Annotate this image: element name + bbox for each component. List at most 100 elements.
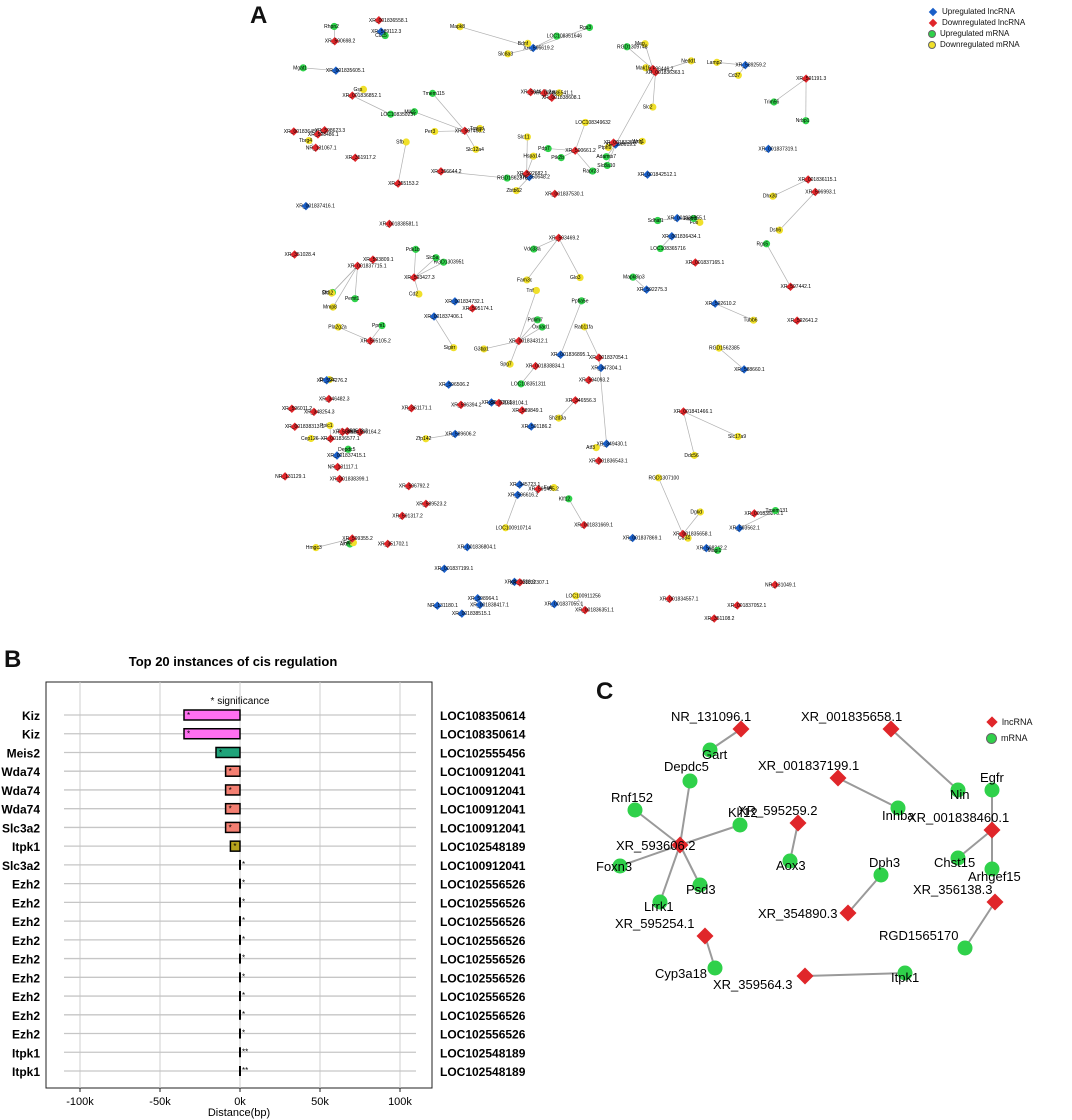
lncrna-label: LOC102548189 (440, 1046, 526, 1060)
node-label: XR_001838399.1 (330, 476, 369, 482)
edge (432, 93, 466, 132)
gene-label: Itpk1 (12, 1065, 40, 1079)
significance-mark: * (242, 991, 245, 1000)
nodes (612, 720, 1004, 985)
lncrna-node (679, 407, 688, 416)
lncrna-label: LOC100912041 (440, 765, 526, 779)
edge (526, 136, 528, 174)
mrna-node (506, 360, 514, 368)
network-graph-a: XR_001837530.1XR_001836852.1XR_350648.2D… (275, 16, 837, 623)
gene-label: Kiz (22, 728, 40, 742)
lncrna-node (393, 179, 403, 188)
mrna-node (307, 434, 315, 443)
lncrna-node (571, 396, 580, 405)
mrna-node (432, 254, 440, 262)
mrna-node (649, 103, 657, 111)
mrna-node (557, 154, 565, 162)
edge (413, 257, 437, 278)
lncrna-label: LOC102556526 (440, 878, 526, 892)
grid (79, 682, 401, 1088)
bar (229, 840, 241, 852)
node-label: XR_597442.1 (781, 284, 812, 290)
x-tick-label: 50k (311, 1096, 329, 1108)
mrna-node (627, 802, 643, 818)
node-label: XR_597460.2 (455, 128, 486, 134)
node-label: NR_131129.1 (275, 474, 306, 480)
mrna-node (576, 273, 584, 282)
bar (215, 746, 241, 759)
panel-a: A Upregulated lncRNA Downregulated lncRN… (250, 2, 1025, 623)
lncrna-node (450, 297, 460, 306)
node-label: XR_001832527.1 (604, 140, 643, 146)
node-label: Slc8a3 (498, 51, 514, 57)
node-label: XR_589849.1 (512, 408, 543, 414)
edge (331, 265, 358, 294)
node-label: Fam3c (517, 277, 533, 283)
edge (655, 60, 692, 73)
node-label: XR_590661.2 (565, 148, 596, 154)
mrna-node (422, 435, 430, 443)
significance-mark: * (242, 860, 245, 869)
lncrna-node (409, 273, 419, 282)
mrna-node (517, 380, 525, 388)
mrna-node (984, 782, 1000, 798)
mrna-node (328, 289, 336, 297)
node-label: Slc17a9 (728, 434, 746, 440)
lncrna-node (348, 534, 357, 543)
node-label: XR_356644.2 (431, 169, 462, 175)
node-label: XR_001836555.1 (667, 216, 706, 222)
mrna-node (344, 445, 352, 453)
significance-mark: * (229, 805, 232, 814)
edge (598, 357, 607, 444)
lncrna-node (324, 394, 334, 404)
mrna-node (749, 316, 758, 324)
mrna-node (381, 31, 389, 40)
edge (779, 191, 816, 231)
node-label: XR_351108.2 (704, 616, 734, 622)
mrna-node (950, 850, 966, 866)
lncrna-node (510, 577, 519, 587)
edge (507, 47, 534, 55)
node-label: Mep (635, 41, 645, 47)
node-label: Lrrk1 (644, 899, 674, 914)
circle-icon (928, 29, 936, 38)
node-label: XR_001837869.1 (623, 536, 662, 542)
node-label: XR_596164.2 (350, 430, 381, 436)
mrna-node (523, 276, 531, 284)
mrna-node (351, 295, 359, 303)
node-label: XR_593809.1 (363, 257, 394, 263)
node-label: Gart (702, 747, 728, 762)
edge (658, 477, 684, 535)
mrna-node (732, 817, 748, 833)
lncrna-node (702, 543, 711, 553)
node-label: Mgat1 (293, 65, 307, 71)
lncrna-node (882, 720, 900, 738)
node-label: LOC108351311 (511, 381, 546, 387)
lncrna-node (440, 564, 449, 573)
cis-regulation-chart: Top 20 instances of cis regulation * sig… (1, 654, 526, 1119)
legend-item: lncRNA (986, 714, 1033, 730)
edge (773, 78, 807, 103)
node-label: XR_592275.3 (637, 287, 668, 293)
node-label: Pdk1b (406, 247, 420, 253)
gene-label: Wda74 (1, 765, 40, 779)
node-label: Inhba (882, 808, 915, 823)
node-label: Spg7 (500, 362, 512, 368)
node-label: Slc8a10 (597, 163, 615, 169)
mrna-node (512, 186, 520, 195)
node-label: XR_001834557.1 (659, 596, 698, 602)
lncrna-node (332, 451, 342, 460)
node-label: XR_350519.3 (337, 429, 368, 435)
node-label: Faim5 (684, 216, 698, 222)
node-label: XR_598486.1 (308, 132, 339, 138)
node-label: XR_001836804.1 (457, 545, 496, 551)
edge (890, 728, 959, 791)
edge (520, 365, 536, 385)
mrna-node (572, 592, 580, 600)
node-label: XR_001841466.1 (673, 409, 712, 415)
node-label: Mak16 (636, 65, 651, 71)
node-label: NR_131096.1 (671, 709, 751, 724)
gene-label: Slc3a2 (2, 859, 40, 873)
lncrna-node (290, 422, 300, 431)
significance-mark: ** (242, 1047, 248, 1056)
